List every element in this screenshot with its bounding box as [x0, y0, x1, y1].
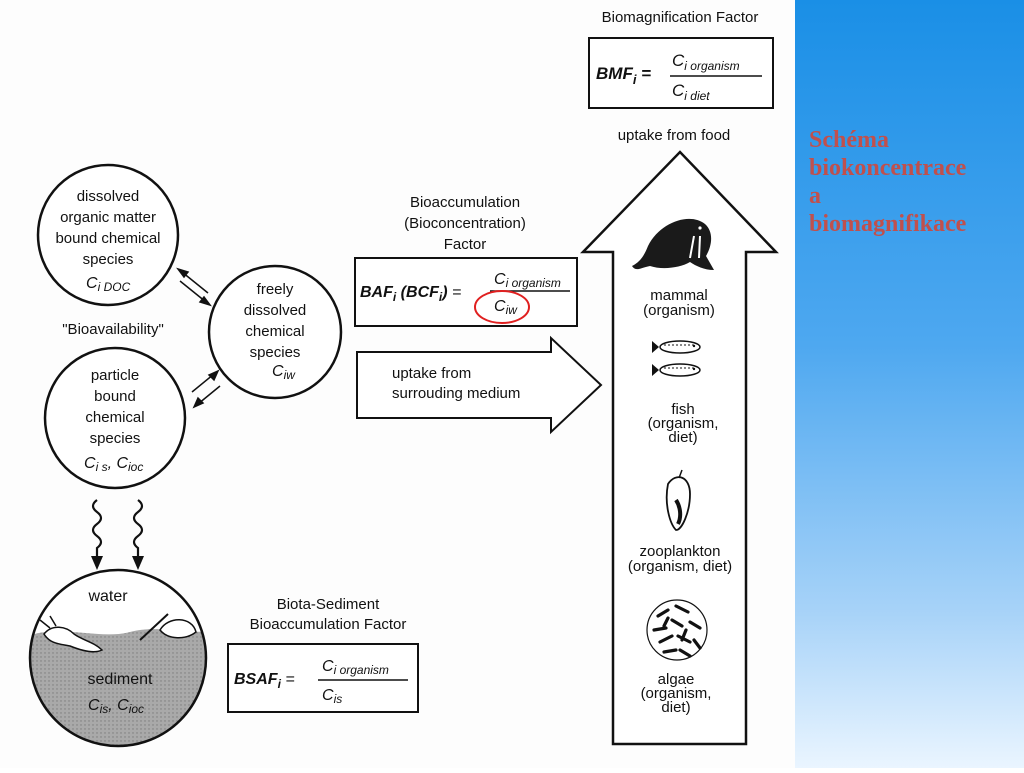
zooplankton-label: zooplankton(organism, diet) [628, 543, 732, 575]
diagram-area: Biomagnification Factor BMFi = Ci organi… [28, 9, 779, 748]
wavy-arrow-head-right [132, 556, 144, 570]
particle-symbol1-sub: i s [96, 460, 108, 474]
svg-text:BMFi =: BMFi = [596, 64, 651, 87]
baf-heading: Bioaccumulation(Bioconcentration)Factor [404, 194, 526, 253]
sediment-circle [28, 568, 208, 748]
svg-text:Ciw: Ciw [272, 363, 296, 382]
sediment-symbol1-sub: is [100, 702, 109, 716]
svg-text:Ciw: Ciw [494, 298, 518, 317]
baf-den-sub: iw [506, 303, 519, 317]
svg-text:Ci organism: Ci organism [322, 658, 389, 677]
mammal-label: mammal(organism) [643, 287, 715, 319]
free-symbol-sub: iw [284, 368, 297, 382]
slide-title: Schéma biokoncentrace a biomagnifikace [809, 126, 1021, 238]
clam-icon [139, 613, 197, 641]
slide-title-line-2: biokoncentrace [809, 155, 967, 181]
svg-text:Ci s, Cioc: Ci s, Cioc [84, 455, 143, 474]
particle-symbol1: C [84, 455, 96, 472]
food-chain-arrow [580, 150, 779, 746]
lobster-icon [39, 615, 104, 653]
fish-label: fish(organism,diet) [648, 401, 719, 446]
bmf-num: C [672, 51, 685, 70]
bsaf-den-sub: is [334, 692, 343, 706]
svg-text:Cis, Cioc: Cis, Cioc [88, 697, 144, 716]
sediment-fill [30, 570, 206, 746]
sediment-label: sediment [88, 671, 153, 688]
wavy-arrow-head-left [91, 556, 103, 570]
bioavailability-label: "Bioavailability" [62, 321, 164, 338]
slide-title-line-4: biomagnifikace [809, 211, 967, 237]
side-panel: Schéma biokoncentrace a biomagnifikace [795, 0, 1024, 768]
bsaf-num-sub: i organism [334, 663, 389, 677]
baf-lhs2: BCF [406, 284, 440, 301]
biomagnification-diagram: Biomagnification Factor BMFi = Ci organi… [28, 9, 779, 748]
wavy-arrows [91, 499, 144, 558]
bsaf-box [227, 643, 419, 713]
equilibrium-arrows-upper [176, 267, 212, 307]
svg-text:Ci organism: Ci organism [672, 51, 740, 73]
sediment-symbol1: C [88, 697, 100, 714]
svg-text:Ci diet: Ci diet [672, 81, 710, 103]
uptake-medium-arrow [356, 335, 603, 435]
doc-symbol-sub: i DOC [98, 280, 131, 294]
svg-text:Cis: Cis [322, 687, 342, 706]
doc-circle [36, 163, 180, 307]
particle-symbol2-sub: ioc [128, 460, 143, 474]
baf-den: C [494, 298, 506, 315]
baf-box [354, 257, 578, 327]
sediment-water-label: water [87, 588, 128, 605]
particle-circle [43, 346, 187, 490]
slide-title-line-3: a [809, 183, 821, 209]
zooplankton-icon [665, 469, 691, 531]
svg-text:BAFi (BCFi) =: BAFi (BCFi) = [360, 284, 461, 304]
doc-symbol: C [86, 275, 98, 292]
bmf-box [588, 37, 774, 109]
sediment-symbol2-sub: ioc [129, 702, 144, 716]
uptake-food-label: uptake from food [618, 127, 731, 144]
sediment-symbol2: C [117, 697, 129, 714]
svg-text:BSAFi =: BSAFi = [234, 671, 295, 691]
bsaf-num: C [322, 658, 334, 675]
svg-text:Ci organism: Ci organism [494, 271, 561, 290]
bmf-num-sub: i organism [684, 59, 739, 73]
particle-symbol2: C [116, 455, 128, 472]
walrus-icon [632, 218, 714, 270]
slide-title-line-1: Schéma [809, 127, 889, 153]
bsaf-den: C [322, 687, 334, 704]
baf-num-sub: i organism [506, 276, 561, 290]
bmf-den-sub: i diet [684, 89, 710, 103]
algae-icon [646, 599, 708, 661]
bsaf-lhs: BSAF [234, 671, 279, 688]
free-circle [207, 264, 343, 400]
bmf-heading: Biomagnification Factor [602, 9, 759, 26]
baf-num: C [494, 271, 506, 288]
baf-denominator-highlight [474, 290, 530, 324]
equilibrium-arrows-lower [191, 369, 221, 409]
algae-label: algae(organism,diet) [641, 671, 712, 716]
bmf-lhs: BMF [596, 64, 633, 83]
bmf-den: C [672, 81, 685, 100]
free-symbol: C [272, 363, 284, 380]
fish-icon [652, 340, 701, 377]
baf-lhs: BAF [360, 284, 394, 301]
svg-text:Ci DOC: Ci DOC [86, 275, 131, 294]
